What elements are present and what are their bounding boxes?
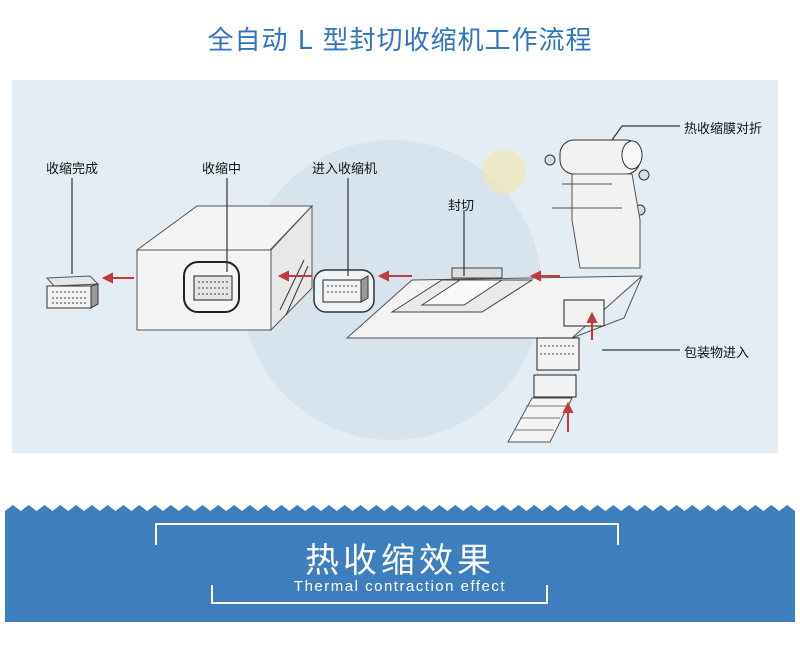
label-seal-cut: 封切 — [448, 199, 475, 214]
effect-banner: 热收缩效果 Thermal contraction effect — [5, 505, 795, 622]
infeed-conveyor-icon — [507, 299, 605, 443]
label-shrink-done: 收缩完成 — [46, 162, 99, 177]
diagram-illustration — [45, 125, 680, 443]
shrink-tunnel-icon — [135, 204, 314, 332]
entering-package-icon — [313, 269, 375, 313]
banner-subtitle: Thermal contraction effect — [293, 578, 507, 595]
flow-arrows — [101, 270, 598, 432]
page-title: 全自动 L 型封切收缩机工作流程 — [207, 26, 593, 56]
frame-top-bracket — [155, 523, 619, 545]
label-entering-tunnel: 进入收缩机 — [312, 162, 378, 177]
leader-lines — [71, 125, 680, 351]
label-infeed: 包装物进入 — [684, 346, 750, 361]
watermark-logo — [242, 140, 542, 440]
film-fold-unit-icon — [544, 139, 650, 269]
frame-bottom-bracket — [211, 585, 548, 604]
label-shrinking: 收缩中 — [202, 162, 242, 177]
banner-title: 热收缩效果 — [305, 541, 495, 581]
label-film-fold: 热收缩膜对折 — [684, 122, 763, 137]
workflow-diagram: 收缩完成 收缩中 进入收缩机 封切 热收缩膜对折 包装物进入 — [12, 80, 778, 453]
finished-package-icon — [45, 275, 100, 309]
